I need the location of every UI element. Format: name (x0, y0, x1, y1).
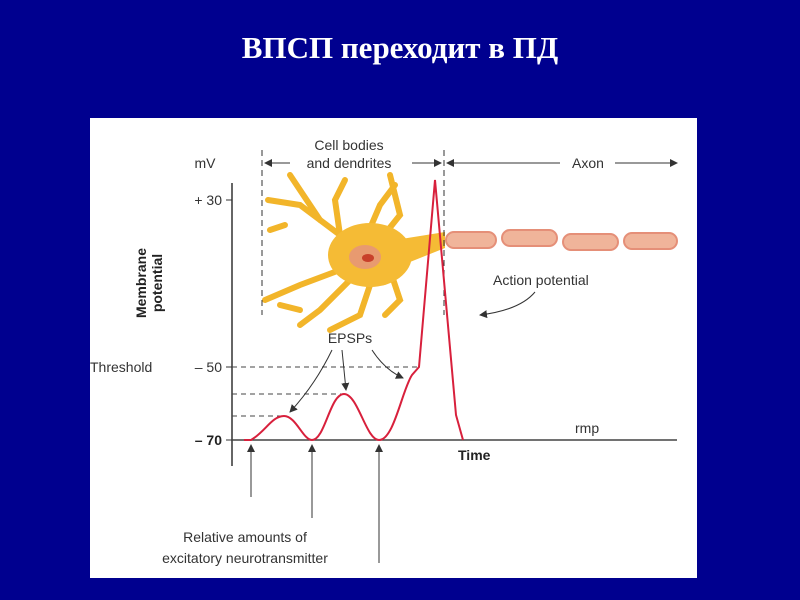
neuron-illustration (262, 172, 678, 333)
y-axis-title-line1: Membrane (133, 248, 149, 318)
neurotransmitter-label-line1: Relative amounts of (183, 529, 307, 545)
x-axis-label: Time (458, 447, 491, 463)
epsp-arrow (341, 349, 350, 391)
slide-title: ВПСП переходит в ПД (241, 30, 559, 65)
threshold-label: Threshold (90, 359, 152, 375)
epsp-arrow (371, 349, 404, 379)
rmp-label: rmp (575, 420, 599, 436)
membrane-potential-trace (244, 179, 464, 442)
y-axis-title-line2: potential (149, 254, 165, 312)
level-guides (232, 366, 419, 417)
epsps-label: EPSPs (328, 330, 372, 346)
dendrites-label: and dendrites (307, 155, 392, 171)
cell-bodies-label: Cell bodies (314, 137, 383, 153)
axon-label: Axon (572, 155, 604, 171)
tick-label-plus30: + 30 (194, 192, 222, 208)
action-potential-arrow (479, 291, 536, 319)
tick-label-minus50: – 50 (195, 359, 222, 375)
epsp-arrow (289, 349, 333, 413)
y-axis-unit: mV (195, 155, 217, 171)
tick-label-minus70: – 70 (195, 432, 222, 448)
action-potential-label: Action potential (493, 272, 589, 288)
neurotransmitter-label-line2: excitatory neurotransmitter (162, 550, 328, 566)
